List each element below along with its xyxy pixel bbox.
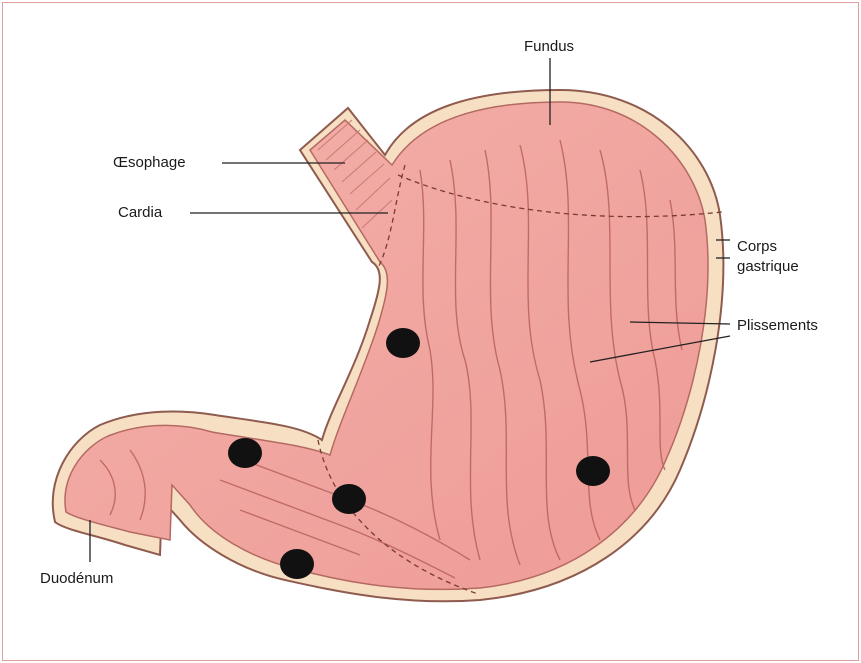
marker-5 (576, 456, 610, 486)
marker-3 (332, 484, 366, 514)
label-cardia: Cardia (118, 203, 162, 223)
label-duodenum: Duodénum (40, 569, 113, 589)
marker-4 (280, 549, 314, 579)
label-plissements: Plissements (737, 316, 818, 336)
label-corps-line1: Corps (737, 237, 799, 257)
label-fundus: Fundus (524, 37, 574, 57)
marker-2 (228, 438, 262, 468)
label-corps-gastrique: Corps gastrique (737, 237, 799, 277)
marker-1 (386, 328, 420, 358)
label-corps-line2: gastrique (737, 257, 799, 277)
label-oesophage: Œsophage (113, 153, 186, 173)
